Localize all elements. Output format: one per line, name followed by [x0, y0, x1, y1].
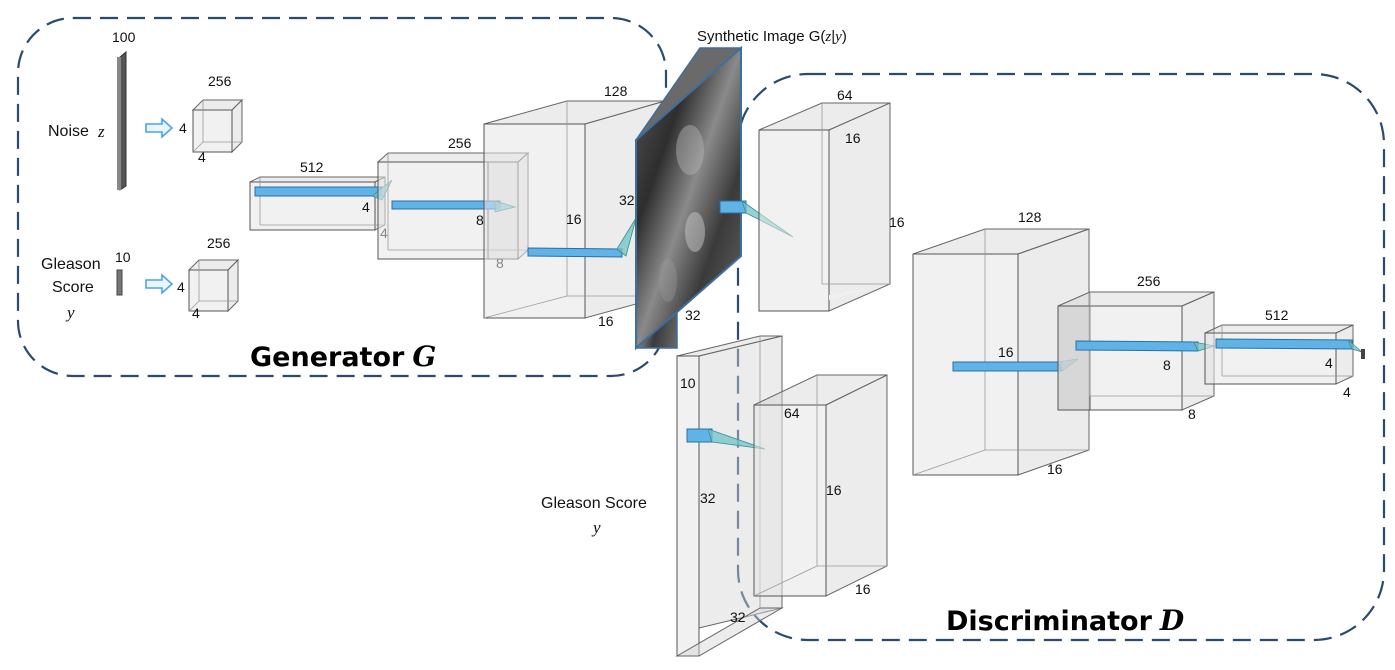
gen-block-512-top: 512: [300, 159, 324, 175]
disc-block-128-a: 16: [998, 344, 1014, 360]
disc-block-256-a: 8: [1163, 357, 1171, 373]
generator-title-word: Generator: [250, 342, 405, 373]
synthetic-image-title-close: ): [842, 28, 847, 45]
disc-block-64-image-b: 16: [889, 214, 905, 230]
disc-block-64-label: [753, 374, 888, 597]
noise-variable: z: [97, 122, 105, 141]
disc-kernel-4: [1215, 338, 1353, 350]
disc-gleason-bottom: 32: [730, 609, 746, 625]
disc-block-256-top: 256: [1137, 273, 1161, 289]
synthetic-image-title-sep: |: [831, 28, 835, 45]
disc-projection-gleason: [707, 428, 766, 450]
gen-projection-3: [616, 217, 637, 257]
disc-gleason-side: 32: [700, 490, 716, 506]
noise-arrow-icon: [145, 117, 174, 139]
disc-output-unit: [1361, 349, 1365, 359]
gen-block-512-a: 4: [362, 199, 370, 215]
gen-block-256-a: 8: [476, 212, 484, 228]
gleason-label-line2: Score: [52, 279, 94, 296]
disc-gleason-variable: y: [591, 518, 601, 537]
discriminator-title-symbol: D: [1159, 604, 1185, 637]
gen-kernel-3: [527, 247, 623, 258]
noise-block-side: 4: [179, 120, 187, 136]
gleason-dim-label: 10: [115, 249, 131, 265]
noise-dim-label: 100: [112, 29, 136, 45]
gleason-block: [187, 258, 240, 313]
synthetic-image-title-text: Synthetic Image G(: [697, 28, 825, 45]
discriminator-title-word: Discriminator: [946, 606, 1153, 637]
synthetic-image-title: Synthetic Image G(z|y): [697, 28, 847, 45]
disc-block-64-image-a: 16: [845, 130, 861, 146]
disc-block-64-label-top: 64: [784, 405, 800, 421]
generator-title-symbol: G: [412, 340, 436, 373]
gleason-variable: y: [65, 303, 75, 322]
disc-kernel-2: [952, 361, 1063, 372]
discriminator-frame: [736, 72, 1386, 642]
gen-block-128-a: 16: [566, 211, 582, 227]
gleason-arrow-icon: [145, 273, 174, 295]
disc-block-64-image: [758, 102, 891, 312]
disc-block-512-top: 512: [1265, 307, 1289, 323]
gleason-block-depth: 4: [192, 305, 200, 321]
disc-block-512-b: 4: [1343, 384, 1351, 400]
disc-projection-4: [1347, 339, 1363, 353]
disc-block-128-top: 128: [1018, 209, 1042, 225]
synthetic-image-title-y: y: [833, 29, 842, 45]
gen-kernel-1: [254, 186, 383, 197]
gleason-label-line1: Gleason: [41, 256, 101, 273]
synthetic-image-title-z: z: [824, 29, 831, 45]
synthetic-image-side: 32: [685, 307, 701, 323]
noise-vector: [117, 50, 127, 191]
synthetic-image: [634, 45, 743, 351]
gleason-block-side: 4: [177, 279, 185, 295]
disc-gleason-label: Gleason Score: [541, 495, 647, 512]
disc-kernel-image: [719, 200, 747, 214]
disc-gleason-dim: 10: [680, 375, 696, 391]
noise-block: [191, 98, 244, 154]
noise-block-top: 256: [208, 73, 232, 89]
gen-block-128-top: 128: [604, 83, 628, 99]
gleason-block-top: 256: [207, 235, 231, 251]
gen-block-256-top: 256: [448, 135, 472, 151]
gen-block-128-b: 16: [598, 313, 614, 329]
disc-block-64-label-b: 16: [855, 581, 871, 597]
noise-label: Noise: [48, 123, 89, 140]
generator-frame: [16, 16, 668, 378]
disc-block-64-label-a: 16: [826, 482, 842, 498]
gleason-vector: [116, 269, 123, 296]
disc-kernel-3: [1075, 340, 1199, 352]
disc-block-128-b: 16: [1047, 461, 1063, 477]
disc-block-64-image-top: 64: [837, 87, 853, 103]
disc-block-512-a: 4: [1325, 355, 1333, 371]
noise-block-depth: 4: [198, 149, 206, 165]
disc-block-256-b: 8: [1188, 406, 1196, 422]
gen-block-128-c: 32: [619, 192, 635, 208]
